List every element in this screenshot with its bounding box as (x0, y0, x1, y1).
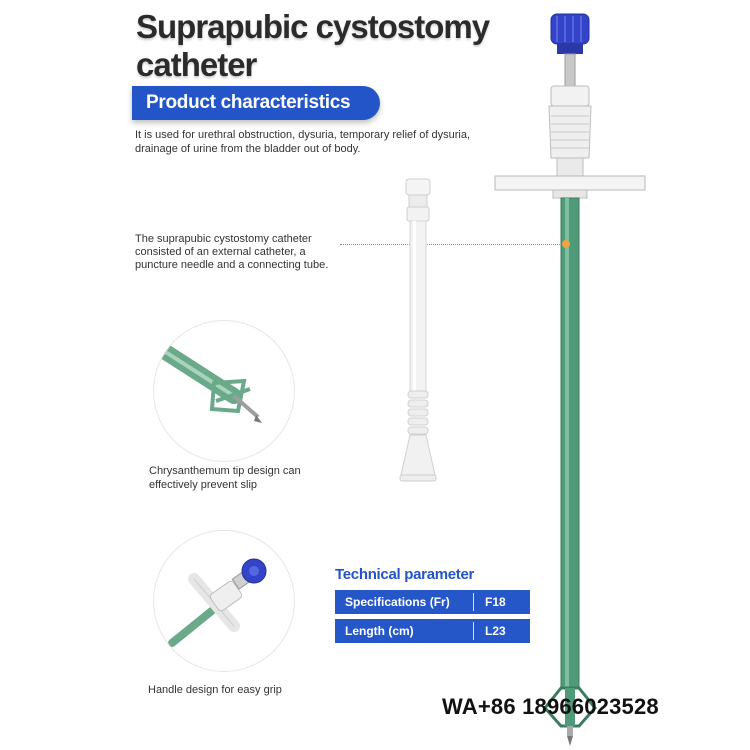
tech-param-label: Length (cm) (345, 624, 414, 638)
title-line-2: catheter (136, 46, 257, 83)
tech-param-row: Length (cm) L23 (335, 619, 530, 643)
tech-param-divider (473, 593, 474, 611)
tech-param-divider (473, 622, 474, 640)
section-label: Product characteristics (146, 92, 351, 113)
tech-param-value: L23 (485, 624, 506, 638)
connecting-tube-illustration (399, 178, 437, 482)
page-title: Suprapubic cystostomy catheter (136, 8, 490, 84)
handle-illustration (168, 558, 267, 647)
handle-caption: Handle design for easy grip (148, 684, 282, 696)
handle-detail-circle (153, 530, 295, 672)
chrysanthemum-tip-illustration (156, 343, 262, 423)
callout-leader-line (340, 244, 566, 245)
contact-number: WA+86 18966023528 (442, 694, 659, 719)
tech-param-title: Technical parameter (335, 566, 475, 583)
tech-param-row: Specifications (Fr) F18 (335, 590, 530, 614)
marker-dot (562, 240, 570, 248)
section-badge: Product characteristics (132, 86, 380, 120)
composition-note: The suprapubic cystostomy catheter consi… (135, 233, 329, 271)
tip-caption: Chrysanthemum tip design can effectively… (149, 465, 301, 491)
tech-param-label: Specifications (Fr) (345, 595, 450, 609)
product-description: It is used for urethral obstruction, dys… (135, 129, 471, 155)
tip-detail-circle (153, 320, 295, 462)
catheter-main-illustration (494, 13, 646, 746)
tech-param-value: F18 (485, 595, 506, 609)
title-line-1: Suprapubic cystostomy (136, 8, 490, 45)
